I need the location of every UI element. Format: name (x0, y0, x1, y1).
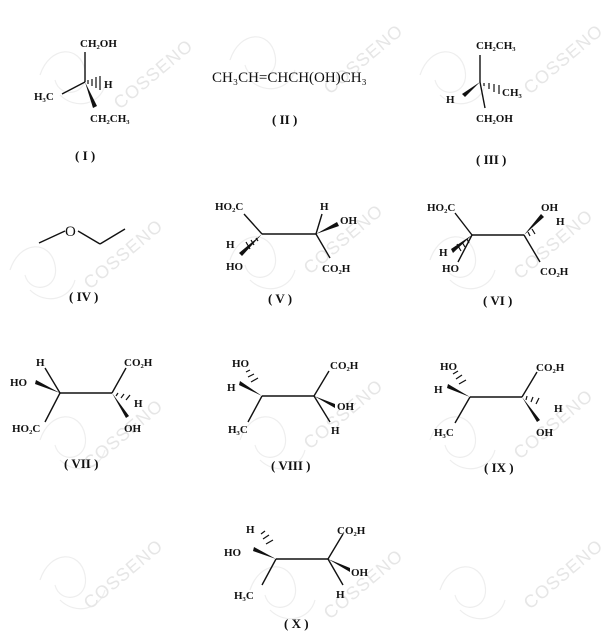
watermark-text: COSSENO (320, 545, 407, 623)
compound-VIII-label: ( VIII ) (271, 458, 311, 473)
compound-II-formula: CH₃CH=CHCH(OH)CH₃ (212, 70, 367, 86)
compound-IX-c1-h: H (434, 384, 443, 396)
compound-VIII: HO H H₃C CO₂H OH H ( VIII ) (227, 358, 359, 473)
compound-VII-c2-top: CO₂H (124, 357, 153, 369)
compound-X-c2-h: H (336, 589, 345, 601)
compound-VII-c2-oh: OH (124, 423, 142, 435)
compound-VIII-c2-h: H (331, 425, 340, 437)
compound-V-c2-bottom: CO₂H (322, 263, 351, 275)
compound-VIII-c2-oh: OH (337, 401, 355, 413)
compound-X-c2-top: CO₂H (337, 525, 366, 537)
compound-VI-c2-bottom: CO₂H (540, 266, 569, 278)
compound-III-left: H (446, 94, 455, 106)
compound-IX-c2-top: CO₂H (536, 362, 565, 374)
compound-IX-c1-oh: HO (440, 361, 458, 373)
compound-VIII-c1-oh: HO (232, 358, 250, 370)
compound-VII-c2-h: H (134, 398, 143, 410)
watermark-text: COSSENO (80, 215, 167, 293)
compound-III-right: CH₃ (502, 87, 523, 99)
compound-X-c1-bottom: H₃C (234, 590, 254, 602)
compound-VI-c1-bottom: HO (442, 263, 460, 275)
compound-VII-label: ( VII ) (64, 456, 98, 471)
compound-IV-oxygen: O (65, 224, 76, 240)
compound-IX-c2-h: H (554, 403, 563, 415)
compound-III-label: ( III ) (476, 152, 506, 167)
compound-VI-c1-h: H (439, 247, 448, 259)
compound-III-top: CH₂CH₃ (476, 40, 516, 52)
compound-I-right: H (104, 79, 113, 91)
compound-IX-c1-bottom: H₃C (434, 427, 454, 439)
compound-V-c1-top: HO₂C (215, 201, 243, 213)
watermark-text: COSSENO (80, 535, 167, 613)
compound-I-top: CH₂OH (80, 38, 117, 50)
compound-V-c2-oh: OH (340, 215, 358, 227)
watermark-text: COSSENO (520, 20, 605, 98)
compound-X-label: ( X ) (284, 616, 309, 631)
compound-X-c1-oh: HO (224, 547, 242, 559)
compound-VIII-c1-bottom: H₃C (228, 424, 248, 436)
compound-IX-label: ( IX ) (484, 460, 514, 475)
compound-VIII-c1-h: H (227, 382, 236, 394)
compound-VI-c2-oh: OH (541, 202, 559, 214)
compound-III: CH₂CH₃ H CH₃ CH₂OH ( III ) (446, 40, 523, 167)
compound-I-bottom: CH₂CH₃ (90, 113, 130, 125)
compound-I-left: H₃C (34, 91, 54, 103)
compound-VI-label: ( VI ) (483, 293, 512, 308)
compound-X-c1-h: H (246, 524, 255, 536)
compound-VII-c1-oh: HO (10, 377, 28, 389)
watermark-text: COSSENO (320, 20, 407, 98)
compound-X: H HO H₃C CO₂H OH H ( X ) (224, 524, 369, 631)
compound-VI: HO₂C H HO OH H CO₂H ( VI ) (427, 202, 569, 308)
watermark-text: COSSENO (520, 535, 605, 613)
compound-VII-c1-bottom: HO₂C (12, 423, 40, 435)
compound-V-c2-h: H (320, 201, 329, 213)
watermark-text: COSSENO (110, 35, 197, 113)
compound-X-c2-oh: OH (351, 567, 369, 579)
compound-II: CH₃CH=CHCH(OH)CH₃ ( II ) (212, 70, 367, 127)
compound-V-label: ( V ) (268, 291, 292, 306)
compound-IX: HO H H₃C CO₂H H OH ( IX ) (434, 361, 565, 475)
compound-V: HO₂C H HO H OH CO₂H ( V ) (215, 201, 358, 306)
compound-VII-c1-h: H (36, 357, 45, 369)
compound-VI-c2-h: H (556, 216, 565, 228)
watermark-layer: COSSENO COSSENO COSSENO COSSENO COSSENO … (9, 20, 605, 623)
compound-II-label: ( II ) (272, 112, 297, 127)
compound-III-bottom: CH₂OH (476, 113, 513, 125)
compound-IV: O ( IV ) (38, 224, 126, 304)
compound-I-label: ( I ) (75, 148, 95, 163)
compound-V-c1-h: H (226, 239, 235, 251)
compound-IX-c2-oh: OH (536, 427, 554, 439)
compound-VII: H HO HO₂C CO₂H H OH ( VII ) (10, 357, 153, 471)
compound-V-c1-bottom: HO (226, 261, 244, 273)
compound-VIII-c2-top: CO₂H (330, 360, 359, 372)
compound-I: CH₂OH H₃C H CH₂CH₃ ( I ) (34, 38, 130, 163)
watermark-text: COSSENO (300, 375, 387, 453)
compound-VI-c1-top: HO₂C (427, 202, 455, 214)
compound-IV-label: ( IV ) (69, 289, 98, 304)
